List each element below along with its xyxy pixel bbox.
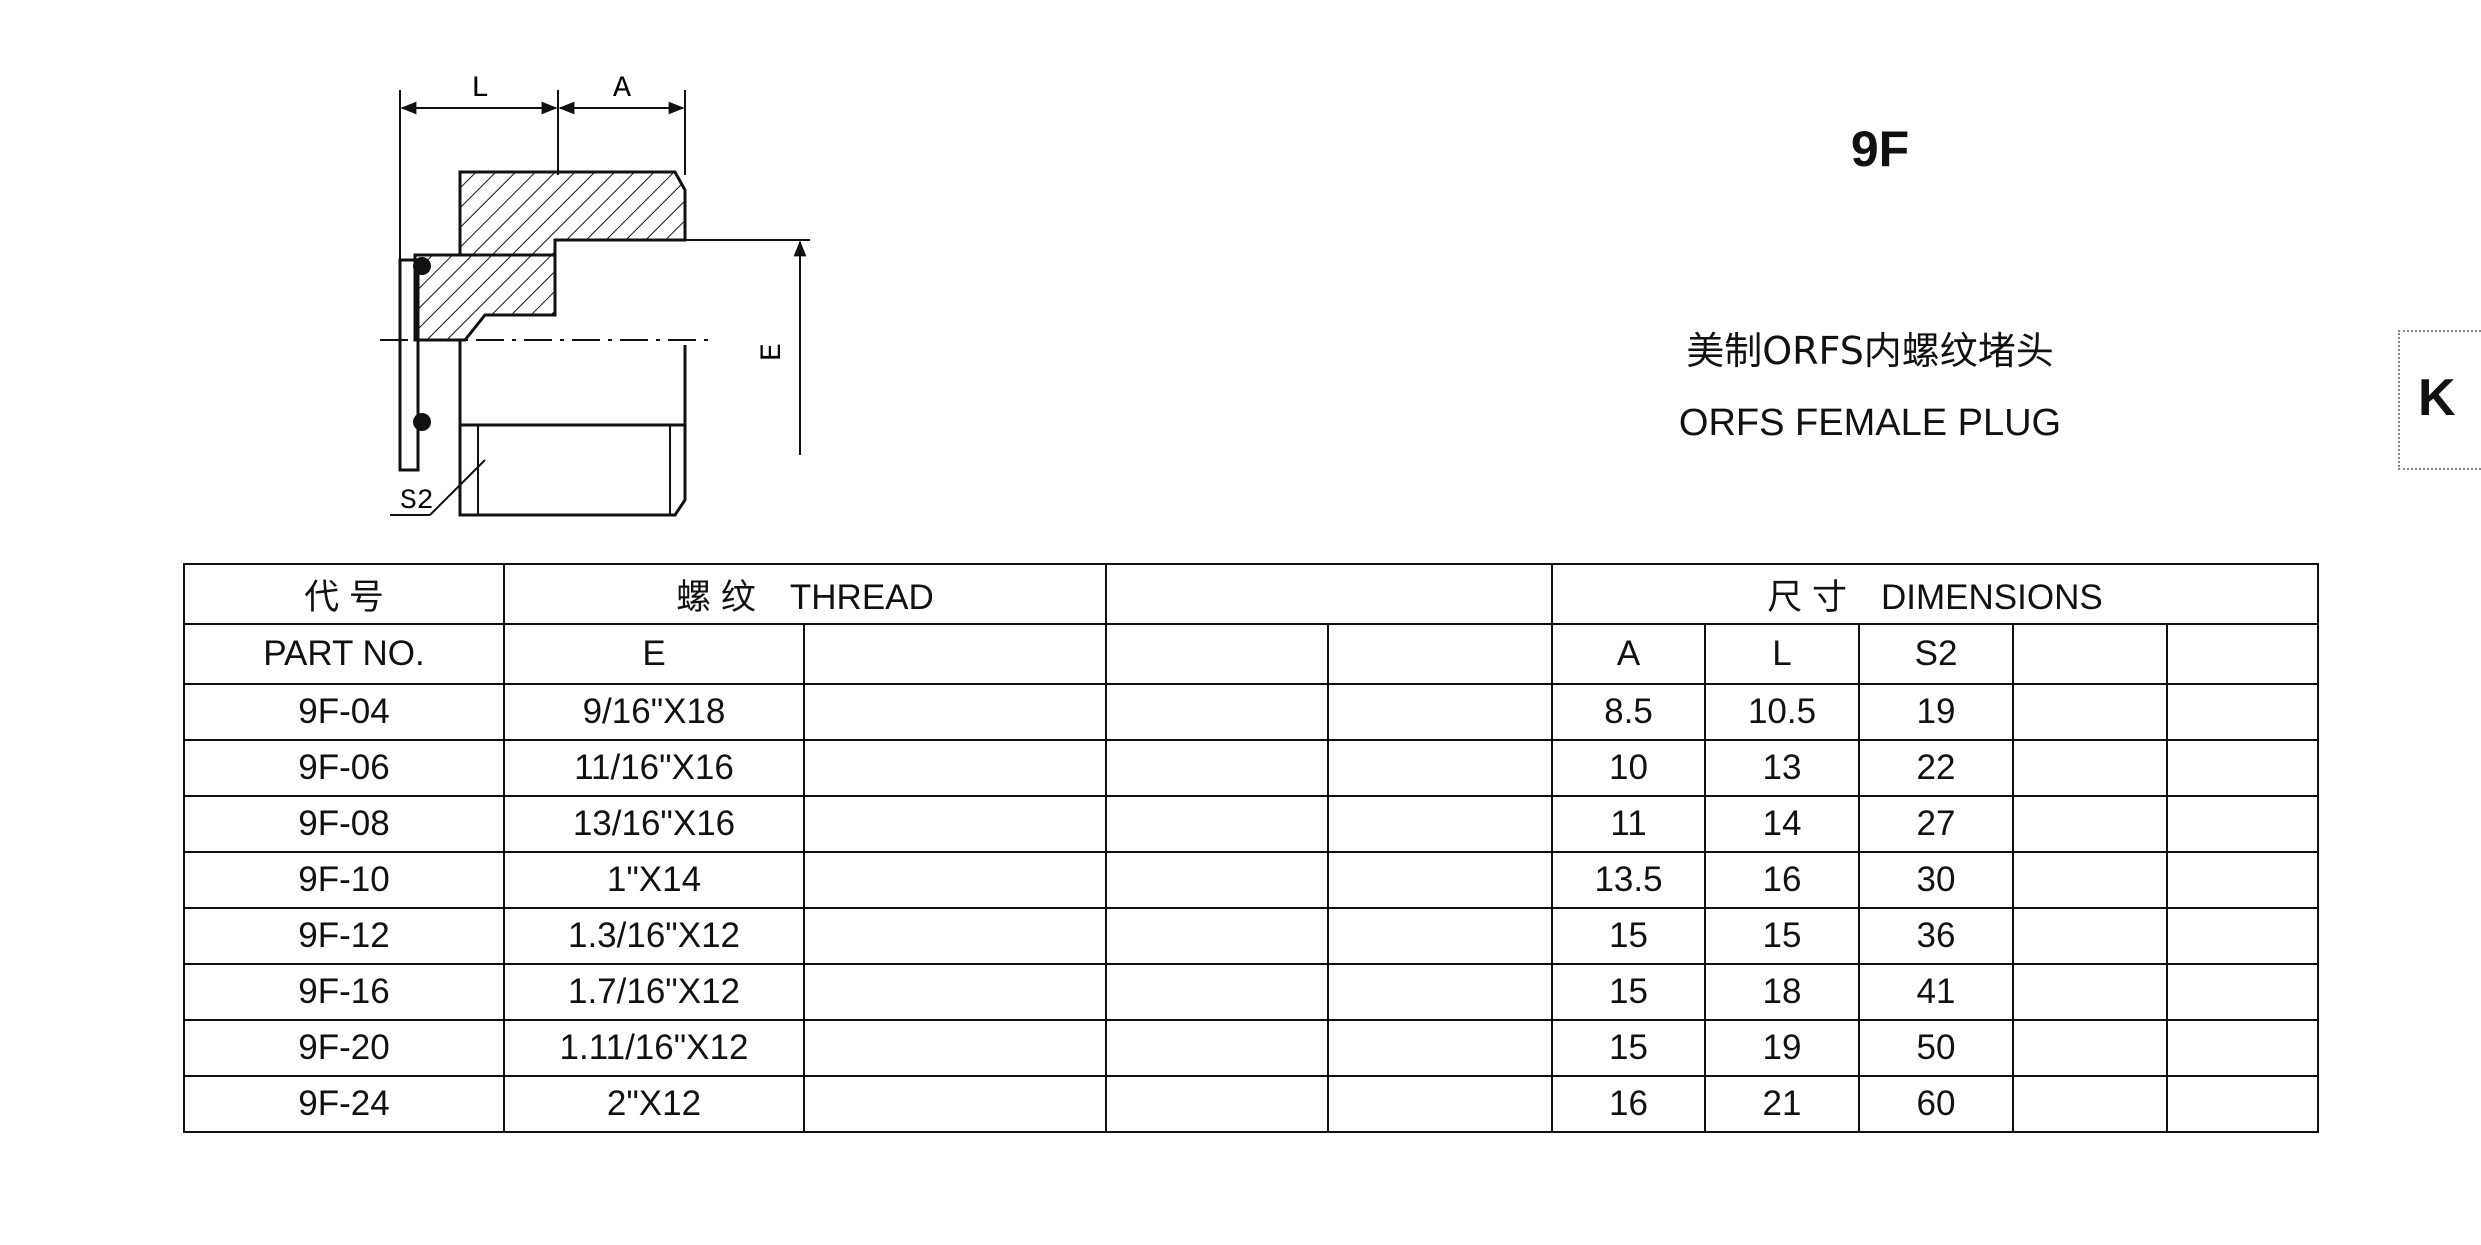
table-row: 9F-12 1.3/16"X12 15 15 36 <box>183 907 2319 965</box>
cell-part: 9F-06 <box>183 739 505 797</box>
cell-part: 9F-04 <box>183 683 505 741</box>
cell-dim-s2: 22 <box>1858 739 2014 797</box>
dimensions-header: 尺 寸 DIMENSIONS <box>1551 563 2319 625</box>
cell-dim-s2: 19 <box>1858 683 2014 741</box>
col-header-blank-1 <box>803 623 1107 685</box>
table-row: 9F-20 1.11/16"X12 15 19 50 <box>183 1019 2319 1077</box>
col-header-blank-4 <box>2012 623 2168 685</box>
cell-dim-a: 13.5 <box>1551 851 1706 909</box>
subtitle-chinese: 美制ORFS内螺纹堵头 <box>1686 329 2054 373</box>
cell-thread-e: 1.3/16"X12 <box>503 907 805 965</box>
table-row: 9F-10 1"X14 13.5 16 30 <box>183 851 2319 909</box>
thread-header-en: THREAD <box>789 577 934 617</box>
part-no-header-cn: 代 号 <box>183 563 505 625</box>
cell-dim-a: 15 <box>1551 1019 1706 1077</box>
thread-header: 螺 纹 THREAD <box>503 563 1107 625</box>
cell-dim-l: 21 <box>1704 1075 1860 1133</box>
cell-dim-a: 11 <box>1551 795 1706 853</box>
cell-part: 9F-10 <box>183 851 505 909</box>
cell-thread-e: 1"X14 <box>503 851 805 909</box>
cell-part: 9F-16 <box>183 963 505 1021</box>
thread-header-cn: 螺 纹 <box>676 577 756 617</box>
cell-dim-a: 8.5 <box>1551 683 1706 741</box>
cell-thread-e: 13/16"X16 <box>503 795 805 853</box>
cell-dim-l: 14 <box>1704 795 1860 853</box>
header-row-1: 代 号 螺 纹 THREAD 尺 寸 DIMENSIONS <box>183 563 2319 625</box>
col-header-a: A <box>1551 623 1706 685</box>
header-row-2: PART NO. E A L S2 <box>183 623 2319 685</box>
cell-dim-l: 13 <box>1704 739 1860 797</box>
cell-dim-l: 18 <box>1704 963 1860 1021</box>
cell-part: 9F-24 <box>183 1075 505 1133</box>
cell-thread-e: 11/16"X16 <box>503 739 805 797</box>
cell-dim-s2: 50 <box>1858 1019 2014 1077</box>
col-header-e: E <box>503 623 805 685</box>
table-row: 9F-06 11/16"X16 10 13 22 <box>183 739 2319 797</box>
blank-header <box>1105 563 1553 625</box>
cell-dim-s2: 27 <box>1858 795 2014 853</box>
cell-dim-s2: 41 <box>1858 963 2014 1021</box>
cell-dim-a: 10 <box>1551 739 1706 797</box>
cell-dim-s2: 36 <box>1858 907 2014 965</box>
subtitle-english: ORFS FEMALE PLUG <box>1678 402 2062 444</box>
cell-dim-l: 10.5 <box>1704 683 1860 741</box>
dimensions-header-cn: 尺 寸 <box>1767 577 1848 617</box>
col-header-blank-3 <box>1327 623 1553 685</box>
part-no-header-en: PART NO. <box>183 623 505 685</box>
dimensions-header-en: DIMENSIONS <box>1881 577 2103 617</box>
page-title: 9F <box>1850 121 1910 177</box>
dim-label-a: A <box>613 72 631 106</box>
table-row: 9F-04 9/16"X18 8.5 10.5 19 <box>183 683 2319 741</box>
cell-part: 9F-20 <box>183 1019 505 1077</box>
spec-table: 代 号 螺 纹 THREAD 尺 寸 DIMENSIONS PART NO. E A… <box>183 563 2319 1133</box>
cell-dim-l: 19 <box>1704 1019 1860 1077</box>
cell-dim-s2: 60 <box>1858 1075 2014 1133</box>
cell-part: 9F-12 <box>183 907 505 965</box>
col-header-s2: S2 <box>1858 623 2014 685</box>
section-tab <box>2398 330 2481 470</box>
cell-dim-s2: 30 <box>1858 851 2014 909</box>
table-row: 9F-08 13/16"X16 11 14 27 <box>183 795 2319 853</box>
col-header-blank-2 <box>1105 623 1329 685</box>
cell-thread-e: 1.11/16"X12 <box>503 1019 805 1077</box>
cell-thread-e: 2"X12 <box>503 1075 805 1133</box>
dim-label-s2: S2 <box>400 486 434 517</box>
cell-dim-a: 16 <box>1551 1075 1706 1133</box>
table-row: 9F-16 1.7/16"X12 15 18 41 <box>183 963 2319 1021</box>
cell-dim-a: 15 <box>1551 907 1706 965</box>
cell-dim-a: 15 <box>1551 963 1706 1021</box>
col-header-blank-5 <box>2166 623 2319 685</box>
plug-technical-drawing: L A E S2 <box>380 72 810 517</box>
dim-label-l: L <box>471 72 489 106</box>
cell-thread-e: 9/16"X18 <box>503 683 805 741</box>
table-row: 9F-24 2"X12 16 21 60 <box>183 1075 2319 1133</box>
cell-part: 9F-08 <box>183 795 505 853</box>
dim-label-e: E <box>756 343 790 361</box>
cell-dim-l: 16 <box>1704 851 1860 909</box>
col-header-l: L <box>1704 623 1860 685</box>
cell-thread-e: 1.7/16"X12 <box>503 963 805 1021</box>
cell-dim-l: 15 <box>1704 907 1860 965</box>
section-letter: K <box>2418 369 2456 427</box>
